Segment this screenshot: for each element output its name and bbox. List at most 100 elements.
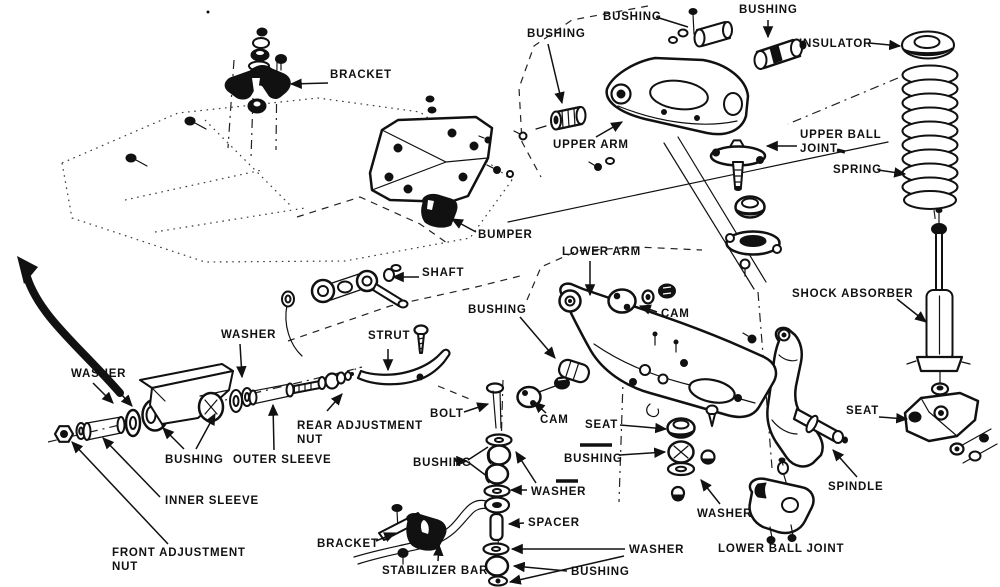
label-stabilizer-bar: STABILIZER BAR (382, 565, 488, 577)
label-upper-ball-joint-line1: UPPER BALL (800, 129, 881, 141)
label-spacer: SPACER (528, 517, 580, 529)
bolt-arrow (463, 402, 490, 413)
washer-far-left-arrow-1 (92, 382, 114, 404)
label-bumper: BUMPER (478, 229, 533, 241)
label-shock-absorber: SHOCK ABSORBER (792, 288, 913, 300)
label-bolt: BOLT (430, 408, 464, 420)
label-rear-adjustment-line2: NUT (297, 434, 323, 446)
link-bushing-2 (484, 463, 510, 485)
bushing-strut-arrow (519, 316, 556, 359)
bushing-left-arrow-2 (195, 412, 216, 450)
label-bushing-center: BUSHING (564, 453, 623, 465)
link-bushing-1 (486, 444, 512, 466)
washer-strut-arrow (236, 343, 247, 379)
stray-dot (206, 10, 210, 14)
label-washer-lower-ball-joint: WASHER (697, 508, 752, 520)
label-bracket-stabilizer: BRACKET (317, 538, 379, 550)
lower-ball-joint-part (748, 457, 815, 544)
label-lower-arm: LOWER ARM (562, 246, 641, 258)
shaft-assembly (281, 264, 409, 309)
spacer-arrow (507, 518, 525, 529)
stabilizer-link-stack (482, 382, 513, 587)
washer-far-left-arrow-2 (109, 381, 133, 407)
bushing-link-bottom-arrow (512, 561, 568, 573)
label-lower-ball-joint: LOWER BALL JOINT (718, 543, 844, 555)
label-rear-adjustment-line1: REAR ADJUSTMENT (297, 420, 423, 432)
dash-mark-joint (836, 148, 846, 154)
label-bushing-left: BUSHING (165, 454, 224, 466)
link-bushing-3 (484, 555, 510, 577)
label-upper-ball-joint-line2: JOINT (800, 143, 838, 155)
center-column-parts (666, 417, 696, 502)
seat-center-arrow (619, 422, 668, 434)
outer-sleeve-part (248, 389, 258, 406)
label-washer-strut: WASHER (221, 329, 276, 341)
cam-upper-part (607, 283, 676, 314)
label-seat-center: SEAT (585, 419, 618, 431)
washer-link-diagonal-arrow (515, 450, 537, 484)
washer-lower-ball-joint-arrow (700, 479, 721, 505)
spring-arrow (877, 167, 907, 178)
label-spindle: SPINDLE (828, 481, 883, 493)
upper-arm-part (605, 56, 750, 136)
label-front-adjustment-line2: NUT (112, 561, 138, 573)
label-washer-far-left: WASHER (71, 368, 126, 380)
upper-arm-bushings-top (668, 8, 807, 70)
cam-lower-part (516, 376, 570, 409)
upper-arm-bushing-left (478, 105, 587, 178)
washer-bottom-cross-arrow (508, 555, 625, 585)
label-cam-upper: CAM (661, 308, 690, 320)
bracket-stabilizer-arrow (375, 532, 397, 543)
cam-lower-arrow (533, 401, 547, 414)
sway-direction-arrow (17, 256, 124, 397)
label-washer-link-bottom: WASHER (629, 544, 684, 556)
bushing-upper-arm-top-line (655, 16, 689, 28)
shock-absorber-arrow (896, 298, 927, 323)
label-bushing-strut: BUSHING (468, 304, 527, 316)
insulator-part (901, 30, 955, 60)
upper-arm-arrow (595, 121, 624, 138)
bracket-top-arrow (289, 78, 329, 89)
label-upper-arm: UPPER ARM (553, 139, 629, 151)
label-bushing-upper-arm-top: BUSHING (603, 11, 662, 23)
label-seat-right: SEAT (846, 405, 879, 417)
shock-absorber-part (906, 208, 971, 405)
frame-bolts (125, 116, 207, 167)
top-bracket-assembly (224, 27, 291, 114)
spindle-arrow (832, 449, 858, 478)
label-insulator: INSULATOR (799, 38, 872, 50)
label-inner-sleeve: INNER SLEEVE (165, 495, 259, 507)
front-adjustment-arrow (71, 441, 169, 545)
label-bushing-upper-arm-left: BUSHING (527, 28, 586, 40)
label-strut: STRUT (368, 330, 410, 342)
label-washer-link: WASHER (531, 486, 586, 498)
inner-sleeve-arrow (102, 437, 161, 498)
bushing-left-arrow-1 (162, 427, 185, 450)
bumper-arrow (450, 218, 477, 233)
spacer-part (489, 512, 504, 542)
label-front-adjustment-line1: FRONT ADJUSTMENT (112, 547, 246, 559)
coil-spring-part (901, 64, 959, 210)
insulator-arrow (868, 39, 902, 51)
stabilizer-bar-arrow (433, 543, 444, 562)
rear-adjustment-arrow (326, 393, 343, 412)
bumper-block (421, 194, 458, 228)
label-bracket-top: BRACKET (330, 69, 392, 81)
label-cam-lower: CAM (540, 414, 569, 426)
seat-right-part (903, 391, 989, 462)
lower-arm-part (558, 282, 778, 465)
cam-upper-arrow (638, 304, 658, 315)
upper-ball-joint-part (709, 139, 767, 191)
bushing-center-arrow (619, 447, 667, 458)
seat-right-arrow (878, 412, 909, 424)
bushing-link-prong-lower (467, 461, 489, 478)
annotations: BRACKET BUSHING BUSHING BUSHING INSULATOR UPP… (71, 4, 927, 585)
label-shaft: SHAFT (422, 267, 464, 279)
label-bushing-link: BUSHING (413, 457, 472, 469)
bushing-upper-arm-left-arrow (547, 43, 565, 105)
label-outer-sleeve: OUTER SLEEVE (233, 454, 331, 466)
front-strut-mount-stack (53, 363, 354, 443)
label-bushing-link-bottom: BUSHING (571, 566, 630, 578)
